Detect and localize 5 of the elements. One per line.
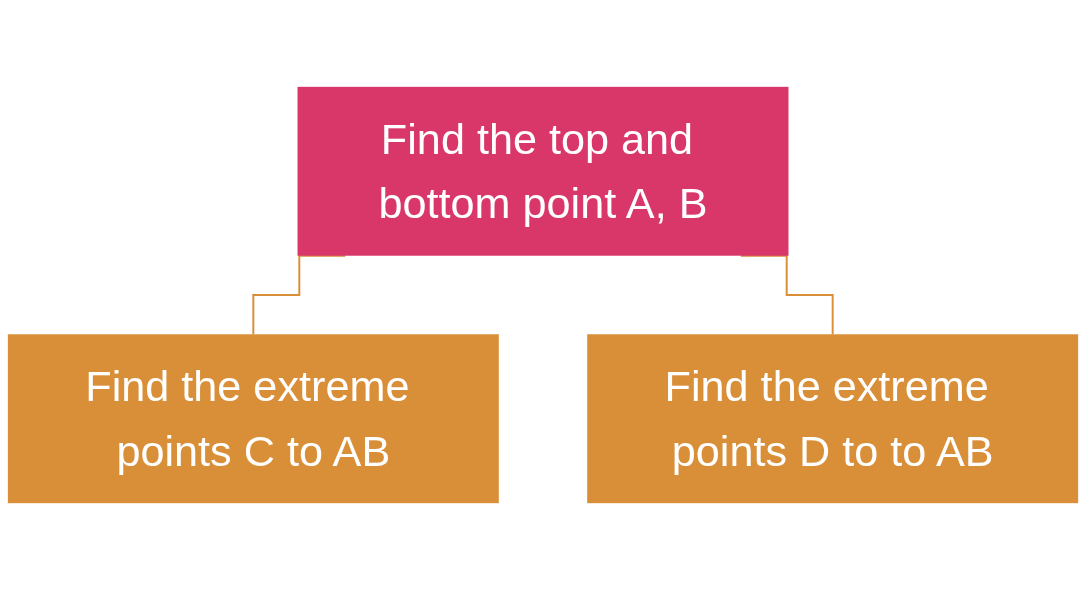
connector — [252, 254, 347, 336]
connector — [739, 254, 834, 336]
node-box: Find the extreme points D to to AB — [587, 334, 1079, 504]
node-box: Find the extreme points C to AB — [7, 334, 499, 504]
node-box: Find the top and bottom point A, B — [297, 86, 789, 256]
